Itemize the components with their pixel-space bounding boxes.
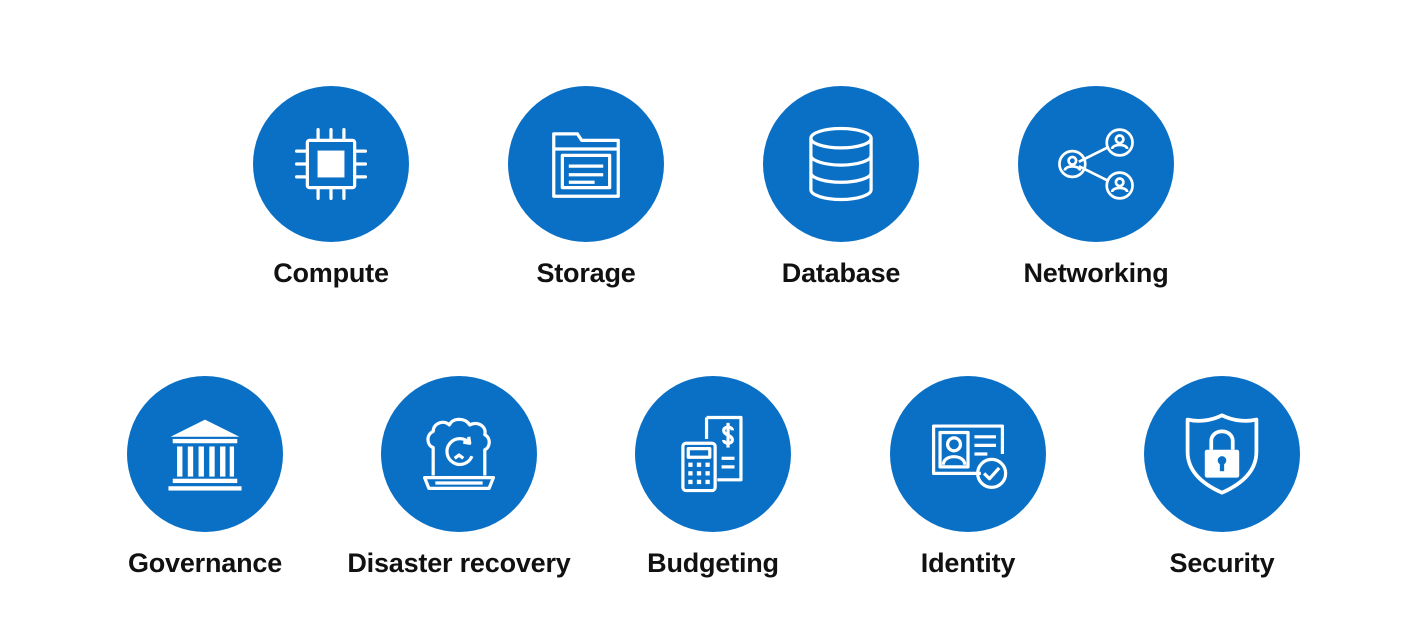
storage-circle [508, 86, 664, 242]
folder-icon [552, 132, 620, 198]
database-label: Database [781, 258, 901, 288]
networking-label: Networking [1023, 258, 1169, 288]
service-budgeting: Budgeting [593, 376, 833, 579]
networking-circle [1018, 86, 1174, 242]
service-disaster-recovery: Disaster recovery [339, 376, 579, 579]
building-icon [168, 419, 242, 491]
compute-circle [253, 86, 409, 242]
compute-label: Compute [273, 258, 389, 288]
storage-label: Storage [536, 258, 636, 288]
database-icon [809, 126, 873, 202]
database-circle [763, 86, 919, 242]
governance-circle [127, 376, 283, 532]
identity-label: Identity [920, 548, 1016, 578]
network-icon [1058, 128, 1134, 200]
service-storage: Storage [466, 86, 706, 289]
budgeting-label: Budgeting [647, 548, 779, 578]
budgeting-circle [635, 376, 791, 532]
service-governance: Governance [85, 376, 325, 579]
service-networking: Networking [976, 86, 1216, 289]
service-database: Database [721, 86, 961, 289]
service-compute: Compute [211, 86, 451, 289]
security-circle [1144, 376, 1300, 532]
calculator-invoice-icon [681, 415, 743, 493]
chip-icon [294, 127, 368, 201]
shield-lock-icon [1185, 413, 1259, 495]
cloud-recovery-icon [422, 417, 496, 491]
security-label: Security [1169, 548, 1275, 578]
service-identity: Identity [848, 376, 1088, 579]
service-security: Security [1102, 376, 1342, 579]
governance-label: Governance [127, 548, 283, 578]
id-card-icon [931, 424, 1008, 489]
disaster-recovery-circle [381, 376, 537, 532]
disaster-recovery-label: Disaster recovery [347, 548, 571, 578]
identity-circle [890, 376, 1046, 532]
